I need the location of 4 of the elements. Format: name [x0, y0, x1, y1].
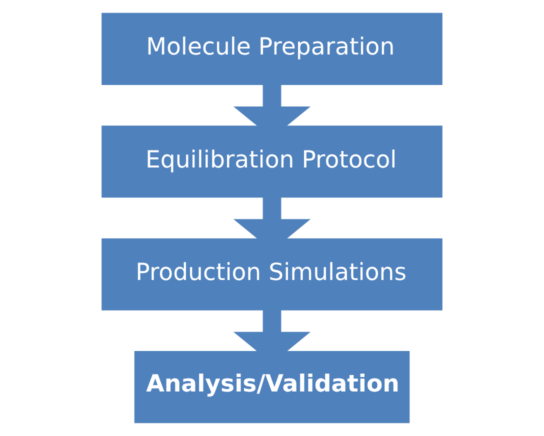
- node-box: Molecule Preparation: [102, 12, 442, 85]
- node-box: Analysis/Validation: [134, 351, 410, 424]
- node-box: Production Simulations: [102, 238, 442, 310]
- node-box: Equilibration Protocol: [102, 126, 442, 198]
